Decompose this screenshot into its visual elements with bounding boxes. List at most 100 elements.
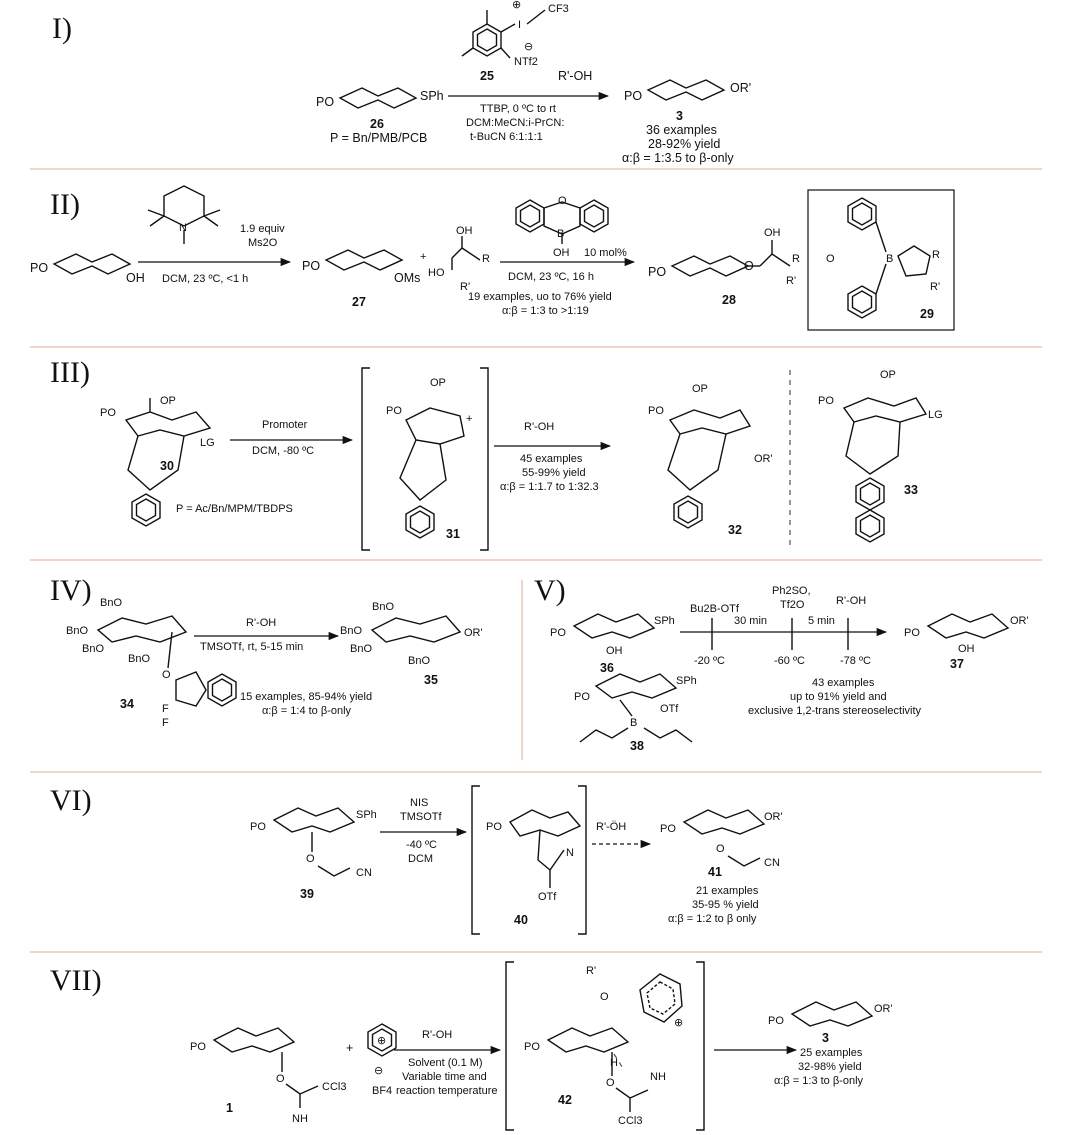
svg-text:O: O	[162, 669, 171, 681]
product-3-po: PO	[624, 89, 642, 103]
svg-text:OP: OP	[880, 369, 896, 381]
svg-text:⊖: ⊖	[374, 1065, 383, 1077]
svg-text:⊕: ⊕	[512, 0, 521, 11]
svg-text:⊖: ⊖	[524, 41, 533, 53]
panel-6: VI) PO SPh O CN 39 NIS TMSOTf -40 ºC DCM…	[50, 784, 783, 935]
reagent-number-25: 25	[480, 69, 494, 83]
svg-text:PO: PO	[486, 821, 502, 833]
svg-text:F: F	[162, 703, 169, 715]
product-number-32: 32	[728, 523, 742, 537]
svg-text:PO: PO	[648, 405, 664, 417]
svg-text:PO: PO	[574, 691, 590, 703]
svg-text:CCl3: CCl3	[322, 1081, 346, 1093]
svg-text:R'-ÖH: R'-ÖH	[596, 821, 626, 833]
svg-text:O: O	[600, 991, 609, 1003]
svg-text:BnO: BnO	[408, 655, 430, 667]
svg-text:R'-OH: R'-OH	[524, 421, 554, 433]
alt-number-33: 33	[904, 483, 918, 497]
svg-text:BnO: BnO	[372, 601, 394, 613]
svg-text:PO: PO	[100, 407, 116, 419]
svg-text:⊕: ⊕	[674, 1017, 683, 1029]
svg-text:OH: OH	[606, 645, 623, 657]
svg-text:LG: LG	[928, 409, 943, 421]
svg-text:30 min: 30 min	[734, 615, 767, 627]
svg-text:NIS: NIS	[410, 797, 428, 809]
reagent-iodine: I	[518, 19, 521, 31]
svg-text:LG: LG	[200, 437, 215, 449]
svg-text:Variable time and: Variable time and	[402, 1071, 487, 1083]
svg-text:PO: PO	[768, 1015, 784, 1027]
svg-text:10 mol%: 10 mol%	[584, 247, 627, 259]
sm-number-39: 39	[300, 887, 314, 901]
svg-text:OR': OR'	[754, 453, 773, 465]
int-number-31: 31	[446, 527, 460, 541]
catalyst-structure	[515, 199, 609, 244]
sm-oh: OH	[126, 271, 145, 285]
svg-text:BnO: BnO	[66, 625, 88, 637]
svg-text:Ms2O: Ms2O	[248, 237, 278, 249]
svg-text:α:β = 1:3 to β-only: α:β = 1:3 to β-only	[774, 1075, 864, 1087]
svg-text:O: O	[276, 1073, 285, 1085]
svg-text:α:β = 1:3.5 to β-only: α:β = 1:3.5 to β-only	[622, 151, 734, 165]
svg-text:DCM:MeCN:i-PrCN:: DCM:MeCN:i-PrCN:	[466, 117, 564, 129]
svg-text:O: O	[716, 843, 725, 855]
sm-number-30: 30	[160, 459, 174, 473]
product-3-or: OR'	[730, 81, 751, 95]
svg-text:15 examples, 85-94% yield: 15 examples, 85-94% yield	[240, 691, 372, 703]
svg-text:BnO: BnO	[340, 625, 362, 637]
svg-text:HO: HO	[428, 267, 445, 279]
int-27-oms: OMs	[394, 271, 420, 285]
svg-text:O: O	[306, 853, 315, 865]
svg-text:43 examples: 43 examples	[812, 677, 875, 689]
svg-text:reaction temperature: reaction temperature	[396, 1085, 498, 1097]
svg-text:55-99% yield: 55-99% yield	[522, 467, 586, 479]
svg-text:5 min: 5 min	[808, 615, 835, 627]
boronate-number-29: 29	[920, 307, 934, 321]
svg-text:OR': OR'	[874, 1003, 893, 1015]
product-number-37: 37	[950, 657, 964, 671]
svg-text:Bu2B-OTf: Bu2B-OTf	[690, 603, 740, 615]
panel-3-label: III)	[50, 356, 90, 389]
svg-text:OR': OR'	[464, 627, 483, 639]
sm-26-spH: SPh	[420, 89, 444, 103]
int-number-40: 40	[514, 913, 528, 927]
svg-text:R'-OH: R'-OH	[836, 595, 866, 607]
svg-text:TMSOTf: TMSOTf	[400, 811, 442, 823]
svg-text:N: N	[566, 847, 574, 859]
svg-text:α:β = 1:2 to β only: α:β = 1:2 to β only	[668, 913, 757, 925]
svg-text:R': R'	[930, 281, 940, 293]
int-number-27: 27	[352, 295, 366, 309]
panel-1: I) I ⊕ CF3 ⊖ NTf2 25 R'-OH PO SPh 26 P =…	[52, 0, 751, 165]
svg-text:B: B	[886, 253, 893, 265]
svg-text:B: B	[557, 228, 564, 240]
panel-5: V) PO OH SPh 36 Bu2B-OTf Ph2SO, Tf2O R'-…	[534, 574, 1029, 753]
boronate-box	[807, 189, 955, 331]
svg-text:19 examples, uo to 76% yield: 19 examples, uo to 76% yield	[468, 291, 612, 303]
reagent-25-structure	[461, 9, 546, 59]
svg-text:R': R'	[460, 281, 470, 293]
svg-text:α:β = 1:1.7 to 1:32.3: α:β = 1:1.7 to 1:32.3	[500, 481, 599, 493]
svg-text:36 examples: 36 examples	[646, 123, 717, 137]
svg-text:BnO: BnO	[350, 643, 372, 655]
svg-text:PO: PO	[190, 1041, 206, 1053]
svg-text:NH: NH	[650, 1071, 666, 1083]
svg-text:B: B	[630, 717, 637, 729]
svg-text:45 examples: 45 examples	[520, 453, 583, 465]
panel-4: IV) BnO BnO BnO BnO O F F 34 R'-OH TMSOT…	[50, 574, 483, 729]
svg-text:TTBP, 0 ºC to rt: TTBP, 0 ºC to rt	[480, 103, 556, 115]
svg-text:28-92% yield: 28-92% yield	[648, 137, 720, 151]
svg-text:35-95 % yield: 35-95 % yield	[692, 899, 759, 911]
svg-text:OTf: OTf	[538, 891, 557, 903]
svg-text:OP: OP	[160, 395, 176, 407]
svg-text:exclusive 1,2-trans stereosele: exclusive 1,2-trans stereoselectivity	[748, 705, 922, 717]
svg-text:DCM, 23 ºC, 16 h: DCM, 23 ºC, 16 h	[508, 271, 594, 283]
panel-4-label: IV)	[50, 574, 92, 607]
sm-number-26: 26	[370, 117, 384, 131]
svg-text:PO: PO	[904, 627, 920, 639]
product-28-po: PO	[648, 265, 666, 279]
svg-text:SPh: SPh	[676, 675, 697, 687]
svg-text:t-BuCN 6:1:1:1: t-BuCN 6:1:1:1	[470, 131, 543, 143]
svg-text:R: R	[482, 253, 490, 265]
svg-text:up to 91% yield and: up to 91% yield and	[790, 691, 887, 703]
svg-text:1.9 equiv: 1.9 equiv	[240, 223, 285, 235]
